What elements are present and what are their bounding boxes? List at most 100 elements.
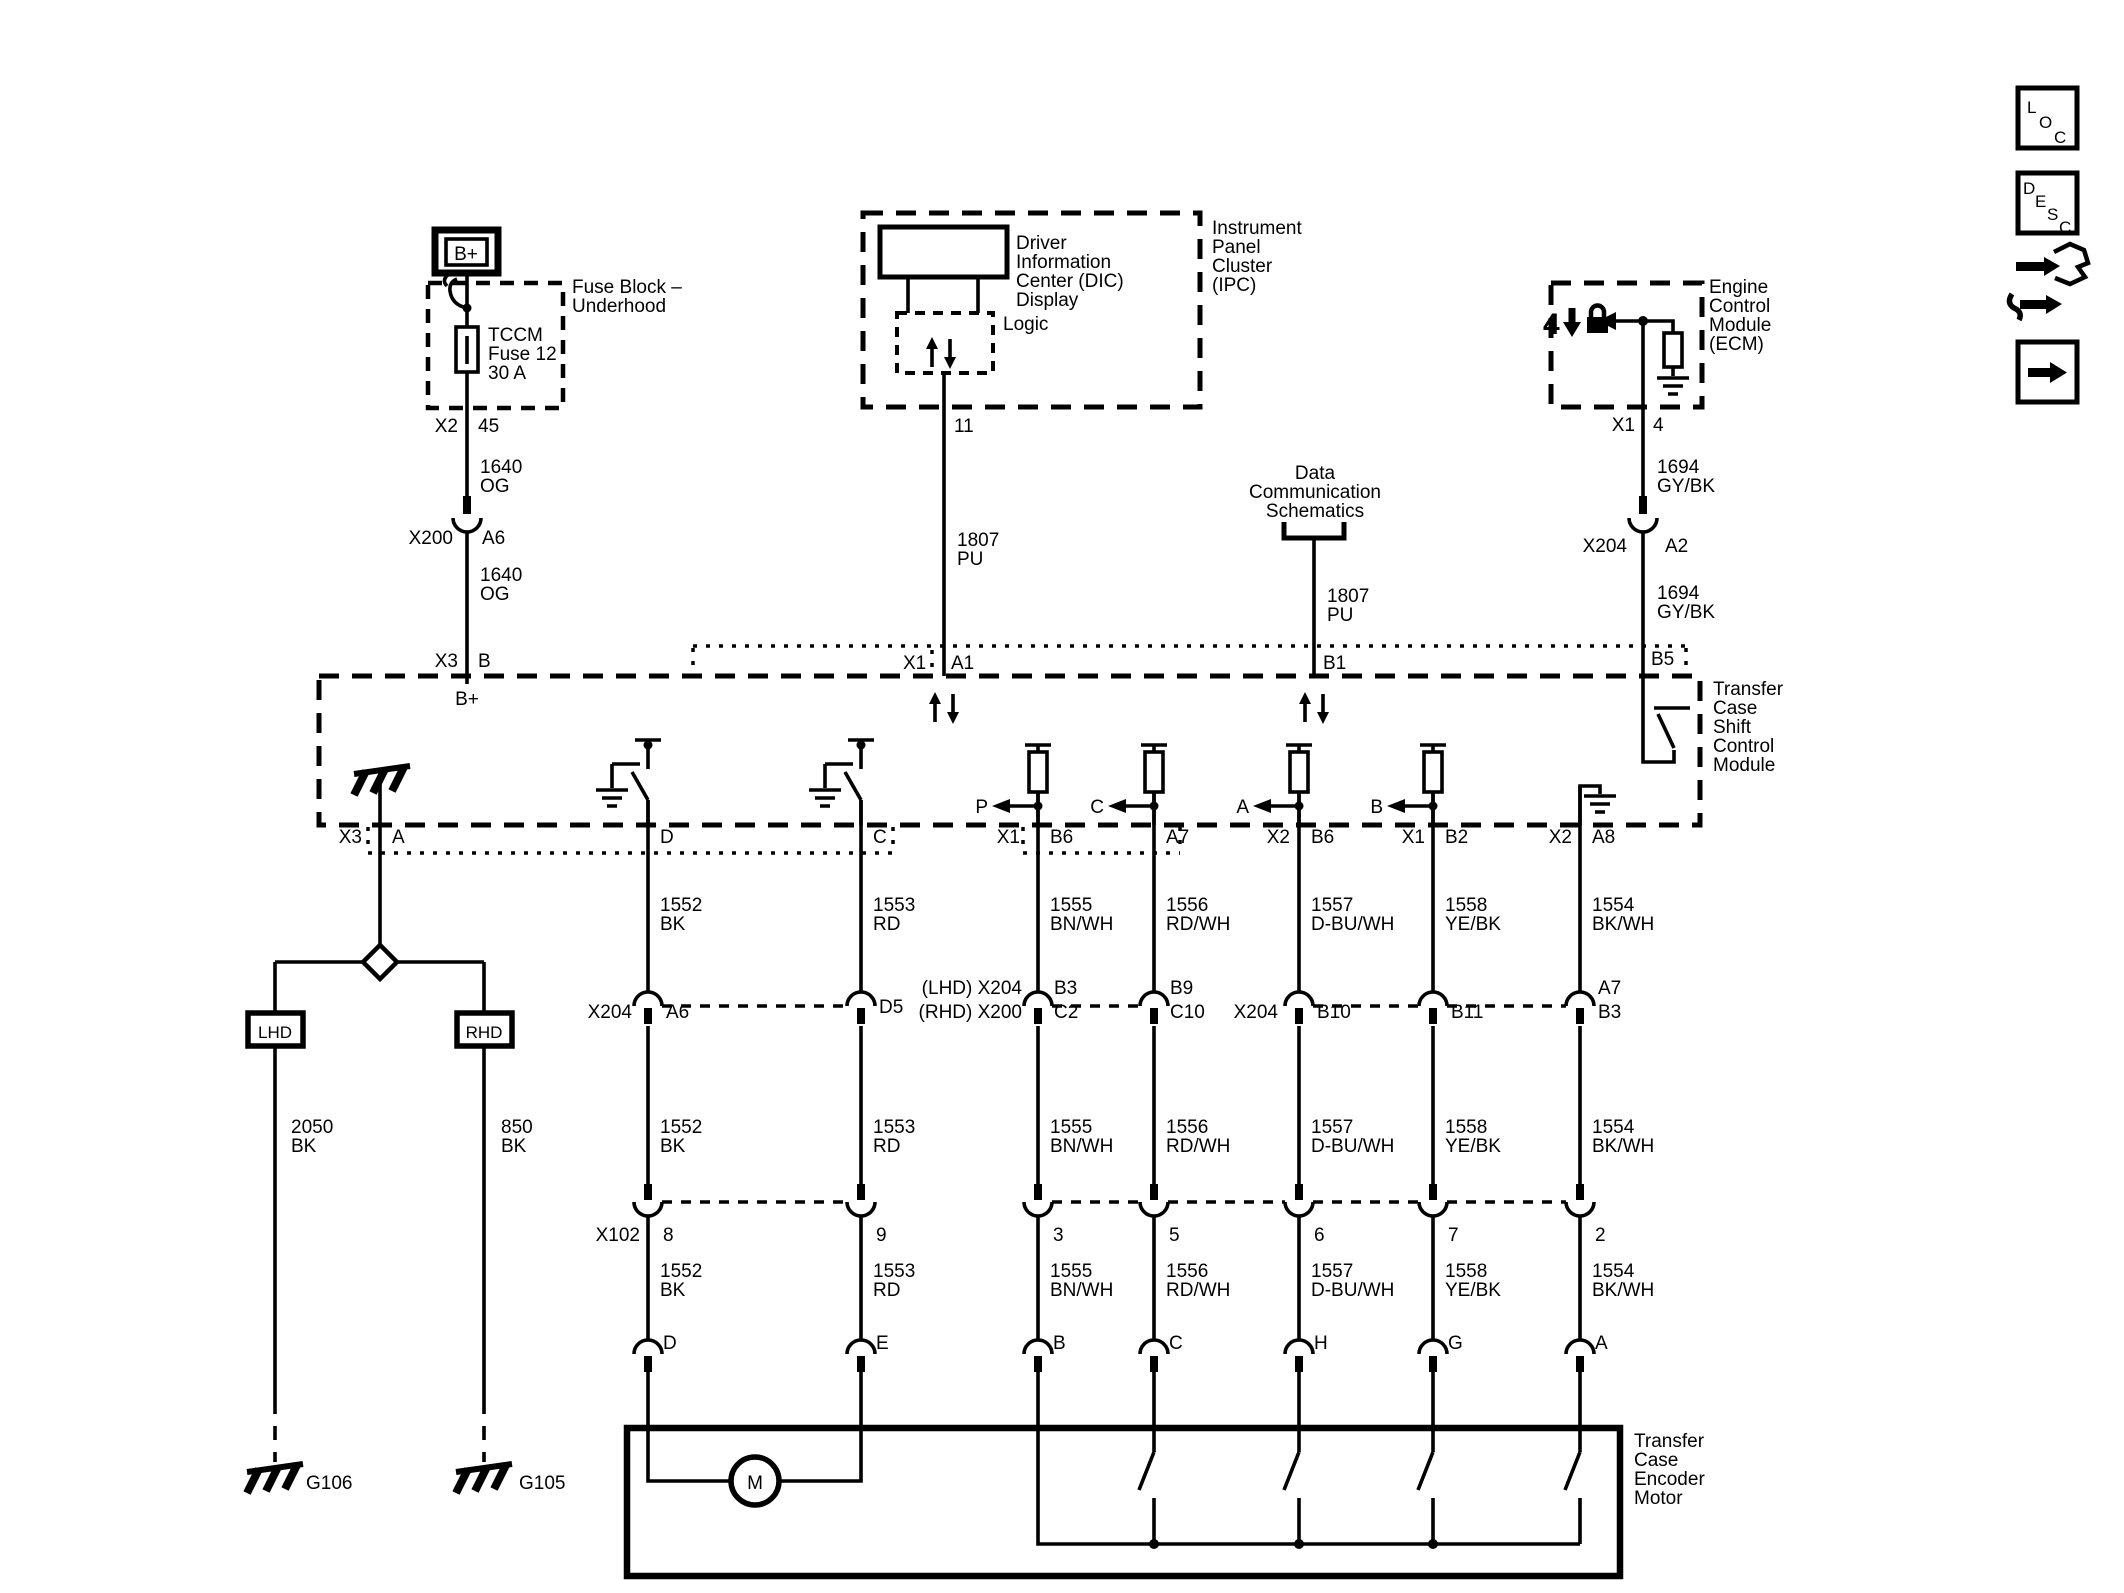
shift-control-module: Transfer Case Shift Control Module B+: [316, 673, 1784, 828]
motor-symbol: [728, 1454, 782, 1508]
svg-text:RD: RD: [873, 1280, 900, 1301]
row1-x204-label: X204: [588, 1002, 633, 1023]
bottom-pin-a8: A8: [1592, 827, 1615, 848]
svg-text:8: 8: [663, 1225, 674, 1246]
driver-switch-d: [594, 738, 661, 825]
svg-text:2: 2: [1595, 1225, 1606, 1246]
svg-text:Underhood: Underhood: [572, 296, 666, 317]
module-pin-x3: X3: [435, 651, 458, 672]
svg-text:1694: 1694: [1657, 583, 1700, 604]
svg-text:D-BU/WH: D-BU/WH: [1311, 1136, 1394, 1157]
module-pin-b: B: [478, 651, 491, 672]
bottom-conn-x1b: X1: [1402, 827, 1425, 848]
desc-button[interactable]: [2015, 170, 2080, 236]
svg-text:1553: 1553: [873, 1261, 915, 1282]
bottom-conn-x2b: X2: [1549, 827, 1572, 848]
connector-row2: [632, 1184, 1596, 1218]
battery-feed-section: B+ Fuse Block – Underhood TCCM Fuse 12 3…: [409, 226, 682, 676]
bottom-pin-b2: B2: [1445, 827, 1468, 848]
sense-resistor-b: [1387, 743, 1446, 825]
wire-2050-label: 2050: [291, 1117, 333, 1138]
harness-routing-icon[interactable]: [2006, 241, 2091, 322]
svg-text:BK: BK: [660, 1280, 686, 1301]
svg-text:Information: Information: [1016, 252, 1111, 273]
driver-letter-c: C: [1090, 797, 1104, 818]
motor-letter: M: [747, 1473, 763, 1494]
wire-columns: [632, 786, 1596, 1372]
wire-1807-label: 1807: [957, 530, 999, 551]
svg-text:BK/WH: BK/WH: [1592, 1136, 1654, 1157]
a8-ground: [1578, 784, 1618, 825]
ipc-box: [860, 210, 1203, 410]
svg-text:BN/WH: BN/WH: [1050, 1136, 1113, 1157]
svg-text:Schematics: Schematics: [1266, 501, 1364, 522]
svg-text:B11: B11: [1451, 1002, 1483, 1023]
four-wheel-lock-icon: 4: [1543, 303, 1608, 341]
wire-1640-label: 1640: [480, 457, 522, 478]
svg-text:C2: C2: [1054, 1002, 1078, 1023]
svg-text:1640: 1640: [480, 565, 522, 586]
svg-text:BN/WH: BN/WH: [1050, 1280, 1113, 1301]
svg-text:1558: 1558: [1445, 1117, 1487, 1138]
data-comm-label: Data: [1295, 463, 1336, 484]
svg-text:1555: 1555: [1050, 1261, 1092, 1282]
svg-text:1556: 1556: [1166, 1261, 1208, 1282]
svg-text:PU: PU: [957, 549, 983, 570]
svg-text:RD/WH: RD/WH: [1166, 1136, 1230, 1157]
svg-text:1557: 1557: [1311, 1117, 1353, 1138]
svg-text:G: G: [1448, 1333, 1463, 1354]
fuse-out-pin: 45: [478, 416, 499, 437]
x204-a2-pin: A2: [1665, 536, 1688, 557]
encoder-motor: M Transfer Case Encoder Motor: [623, 1372, 1705, 1580]
svg-text:BK: BK: [501, 1136, 527, 1157]
bottom-pin-a7: A7: [1166, 827, 1189, 848]
wire-1694-label: 1694: [1657, 457, 1700, 478]
encoder-motor-box: [623, 1424, 1624, 1580]
encoder-pin-labels: D E B C H G A: [663, 1333, 1608, 1354]
fuse-name: TCCM: [488, 325, 543, 346]
svg-text:Control: Control: [1713, 736, 1774, 757]
svg-text:5: 5: [1169, 1225, 1180, 1246]
forward-button[interactable]: [2015, 339, 2080, 405]
svg-text:1554: 1554: [1592, 1261, 1635, 1282]
loc-button[interactable]: [2015, 85, 2080, 151]
ecm-section: Engine Control Module (ECM) 4 X1 4 1694 …: [1543, 277, 1771, 676]
b5-switch: [1641, 676, 1690, 764]
sidebar-icons: L O C D E S C: [2006, 85, 2091, 405]
svg-text:Center (DIC): Center (DIC): [1016, 271, 1124, 292]
x102-label: X102: [596, 1225, 640, 1246]
g105-chassis-ground-icon: [456, 1464, 512, 1493]
serial-arrows-a1-icon: [927, 690, 961, 726]
svg-text:Module: Module: [1709, 315, 1771, 336]
ecm-box: [1548, 280, 1705, 410]
svg-text:1557: 1557: [1311, 1261, 1353, 1282]
serial-data-arrows-icon: [924, 335, 958, 371]
svg-text:GY/BK: GY/BK: [1657, 476, 1715, 497]
driver-letter-b: B: [1370, 797, 1383, 818]
svg-text:1558: 1558: [1445, 1261, 1487, 1282]
svg-text:1556: 1556: [1166, 1117, 1208, 1138]
svg-text:1557: 1557: [1311, 895, 1353, 916]
bottom-conn-x1: X1: [997, 827, 1020, 848]
svg-text:OG: OG: [480, 584, 510, 605]
svg-text:4: 4: [1543, 308, 1560, 341]
x200-label: X200: [409, 528, 453, 549]
row1-lhd-x204-label: (LHD) X204: [922, 978, 1023, 999]
svg-text:Motor: Motor: [1634, 1488, 1683, 1509]
ecm-out-connector: X1: [1612, 415, 1635, 436]
svg-text:1554: 1554: [1592, 1117, 1635, 1138]
x1-connector-dotted-boundary: [691, 644, 1688, 674]
svg-text:Module: Module: [1713, 755, 1775, 776]
svg-text:PU: PU: [1327, 605, 1353, 626]
fuse-block-box: [425, 280, 566, 411]
svg-text:7: 7: [1448, 1225, 1459, 1246]
module-pin-b1: B1: [1323, 653, 1346, 674]
svg-text:O: O: [2039, 113, 2052, 132]
svg-text:RD: RD: [873, 1136, 900, 1157]
svg-text:BK/WH: BK/WH: [1592, 1280, 1654, 1301]
module-bplus-label: B+: [455, 689, 479, 710]
svg-text:A: A: [1595, 1333, 1608, 1354]
svg-text:Panel: Panel: [1212, 237, 1261, 258]
